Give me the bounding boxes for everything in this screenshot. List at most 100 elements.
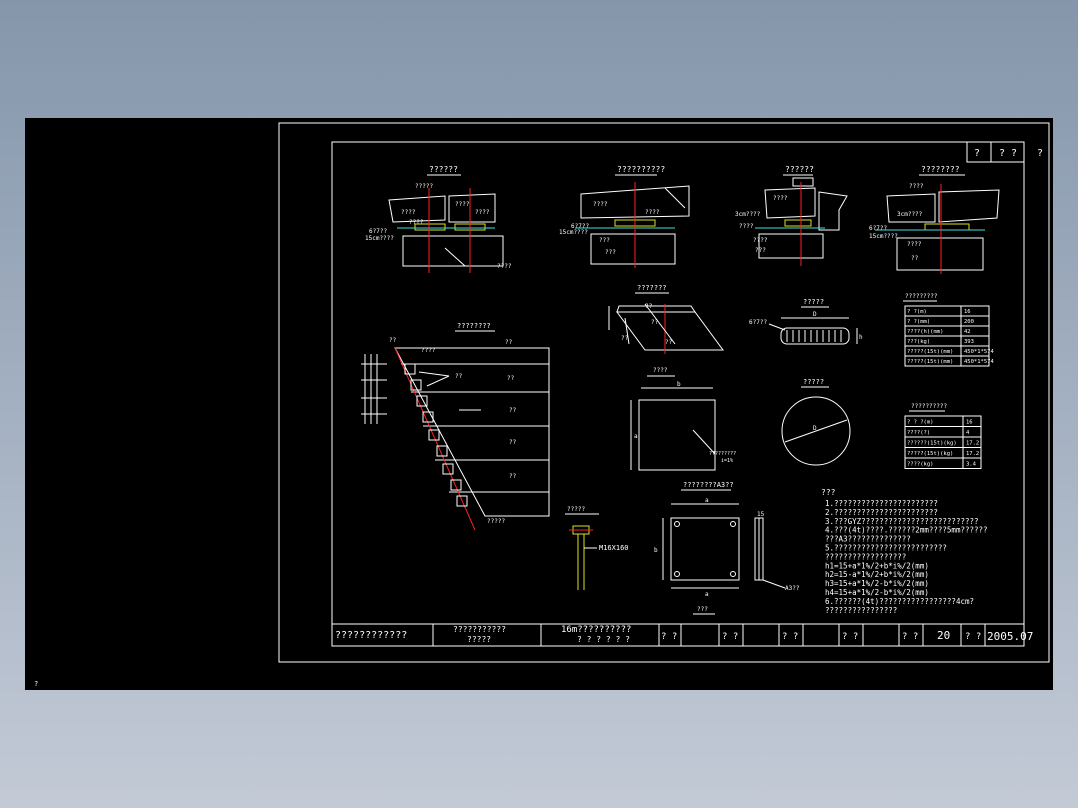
- table2-row-label: ??????(15t)(kg): [907, 441, 957, 447]
- table2-row-value: 17.2: [966, 451, 979, 457]
- title-block-cell-5: ? ?: [902, 632, 918, 642]
- table1-row-label: ????(h)(mm): [907, 329, 943, 335]
- mid-section-note: ????: [653, 367, 668, 374]
- left-plan-label-8: ?????: [487, 518, 505, 525]
- detail-3-title: ??????: [785, 165, 814, 174]
- title-block-cell-2: ? ?: [722, 632, 738, 642]
- table2-title: ??????????: [911, 403, 948, 410]
- table2-row-value: 17.2: [966, 441, 979, 447]
- detail-2-label-b4: 15cm????: [559, 229, 588, 236]
- table1-row-value: 16: [964, 309, 971, 315]
- rubber-side-title: ?????: [803, 298, 824, 306]
- notes-line: h4=15+a*1%/2-b*i%/2(mm): [825, 588, 929, 597]
- detail-2-label-b3: 6?7??: [571, 223, 589, 230]
- circle-dim: D: [813, 425, 817, 432]
- notes-line: 1.???????????????????????: [825, 499, 938, 508]
- detail-3-label-c1: ????: [773, 195, 788, 202]
- title-tab: ? ? ? ?: [966, 141, 1043, 163]
- plate-dim-a-bottom: a: [705, 591, 709, 598]
- rubber-side-dim-h: h: [859, 334, 863, 341]
- notes-line: 2.???????????????????????: [825, 508, 938, 517]
- notes-heading: ???: [821, 488, 836, 497]
- table2: ?????????? ? ? ?(m)16????(?)4??????(15t)…: [904, 403, 982, 469]
- table2-row-label: ????(kg): [907, 462, 934, 468]
- table1-row-value: 450*1*574: [964, 359, 994, 365]
- table2-row-label: ????(?): [907, 430, 930, 436]
- detail-4-label-d3: 6?7??: [869, 225, 887, 232]
- table1-row-value: 450*1*574: [964, 349, 994, 355]
- left-plan-label-5: ??: [509, 407, 517, 414]
- table1-row-value: 393: [964, 339, 974, 345]
- detail-4-label-d6: ??: [911, 255, 919, 262]
- left-plan-label-4: ??: [507, 375, 515, 382]
- mid-section-dim-2: ??: [651, 319, 659, 326]
- detail-2-label-b1: ????: [593, 201, 608, 208]
- title-tab-cell1: ?: [974, 148, 980, 159]
- title-block: ???????????? ??????????? ????? 16m??????…: [331, 623, 1033, 647]
- notes-block: ??? 1.???????????????????????2.?????????…: [821, 488, 988, 615]
- title-block-project-1: ???????????: [453, 625, 506, 634]
- detail-2-label-b6: ???: [605, 249, 616, 256]
- table1-row-label: ?????(15t)(mm): [907, 359, 953, 365]
- mid-section: ??????? ?? ?? ?? ?? ????: [608, 284, 724, 377]
- plate-dim-a: a: [705, 497, 709, 504]
- detail-1-label-a3: ????: [455, 201, 470, 208]
- outer-frame: [278, 122, 1050, 663]
- title-block-cell-4: ? ?: [842, 632, 858, 642]
- detail-4-label-d5: ????: [907, 241, 922, 248]
- table1-row-label: ?????(15t)(mm): [907, 349, 953, 355]
- mid-section-dim-3: ??: [665, 339, 673, 346]
- detail-3-label-c3: ????: [739, 223, 754, 230]
- bolt-detail: ????? M16X160: [565, 506, 629, 590]
- table2-cell: [962, 457, 982, 469]
- title-block-drawing-1: 16m??????????: [561, 625, 631, 635]
- detail-1-label-a6: 6?7??: [369, 228, 387, 235]
- notes-line: ????????????????: [825, 606, 897, 615]
- table2-row-value: 16: [966, 420, 973, 426]
- title-block-cell-3: ? ?: [782, 632, 798, 642]
- rubber-side-dim-d: D: [813, 311, 817, 318]
- square-detail: b a ????????? i=1%: [630, 381, 736, 471]
- detail-4-title: ????????: [921, 165, 960, 174]
- detail-4-label-d4: 15cm????: [869, 233, 898, 240]
- notes-line: 5.?????????????????????????: [825, 544, 947, 553]
- plate-dim-15: 15: [757, 511, 765, 518]
- table1-title: ?????????: [905, 293, 938, 300]
- detail-4-label-d2: 3cm????: [897, 211, 923, 218]
- cad-viewport[interactable]: ? ? ? ? ?????? ????? ???? ???? ???? ????…: [25, 118, 1053, 690]
- table2-row-value: 4: [966, 430, 970, 436]
- title-block-cell-1: ? ?: [661, 632, 677, 642]
- title-block-company: ????????????: [335, 630, 407, 641]
- mid-section-dim-4: ??: [621, 335, 629, 342]
- detail-1-label-a2: ????: [401, 209, 416, 216]
- plate-detail: ????????A3?? a b a 15 A3?? ???: [654, 481, 800, 615]
- table1-row-value: 42: [964, 329, 971, 335]
- rubber-side-tag: 6?7??: [749, 319, 767, 326]
- left-plan-label-9: ??: [389, 337, 397, 344]
- table2-row-value: 3.4: [966, 462, 977, 468]
- detail-4: ???????? ???? 3cm???? 6?7?? 15cm???? ???…: [869, 165, 1000, 274]
- table2-row-label: ?????(15t)(kg): [907, 451, 953, 457]
- detail-3-label-c5: ???: [755, 247, 766, 254]
- title-block-date: 2005.07: [987, 630, 1033, 643]
- square-label: ?????????: [709, 451, 736, 457]
- detail-1-label-a8: ????: [497, 263, 512, 270]
- left-plan-label-6: ??: [509, 439, 517, 446]
- left-plan-label-2: ????: [421, 347, 436, 354]
- left-plan-label-1: ??: [455, 373, 463, 380]
- title-tab-cell3: ?: [1037, 148, 1043, 159]
- left-plan-title: ????????: [457, 322, 491, 330]
- detail-3: ?????? ???? 3cm???? ???? ???? ???: [735, 165, 848, 266]
- notes-line: 6.??????(4t)?????????????????4cm?: [825, 597, 974, 606]
- left-plan-label-3: ??: [505, 339, 513, 346]
- detail-1-label-a7: 15cm????: [365, 235, 394, 242]
- title-tab-cell2: ? ?: [999, 148, 1017, 159]
- table1-row-value: 200: [964, 319, 974, 325]
- notes-line: ???A3??????????????: [825, 535, 911, 544]
- notes-line: h1=15+a*1%/2+b*i%/2(mm): [825, 561, 929, 570]
- table1-row-label: ? ?(mm): [907, 319, 930, 325]
- circle-title: ?????: [803, 378, 824, 386]
- title-block-project-2: ?????: [467, 635, 491, 644]
- left-plan-label-7: ??: [509, 473, 517, 480]
- notes-line: 3.???GYZ??????????????????????????: [825, 517, 979, 526]
